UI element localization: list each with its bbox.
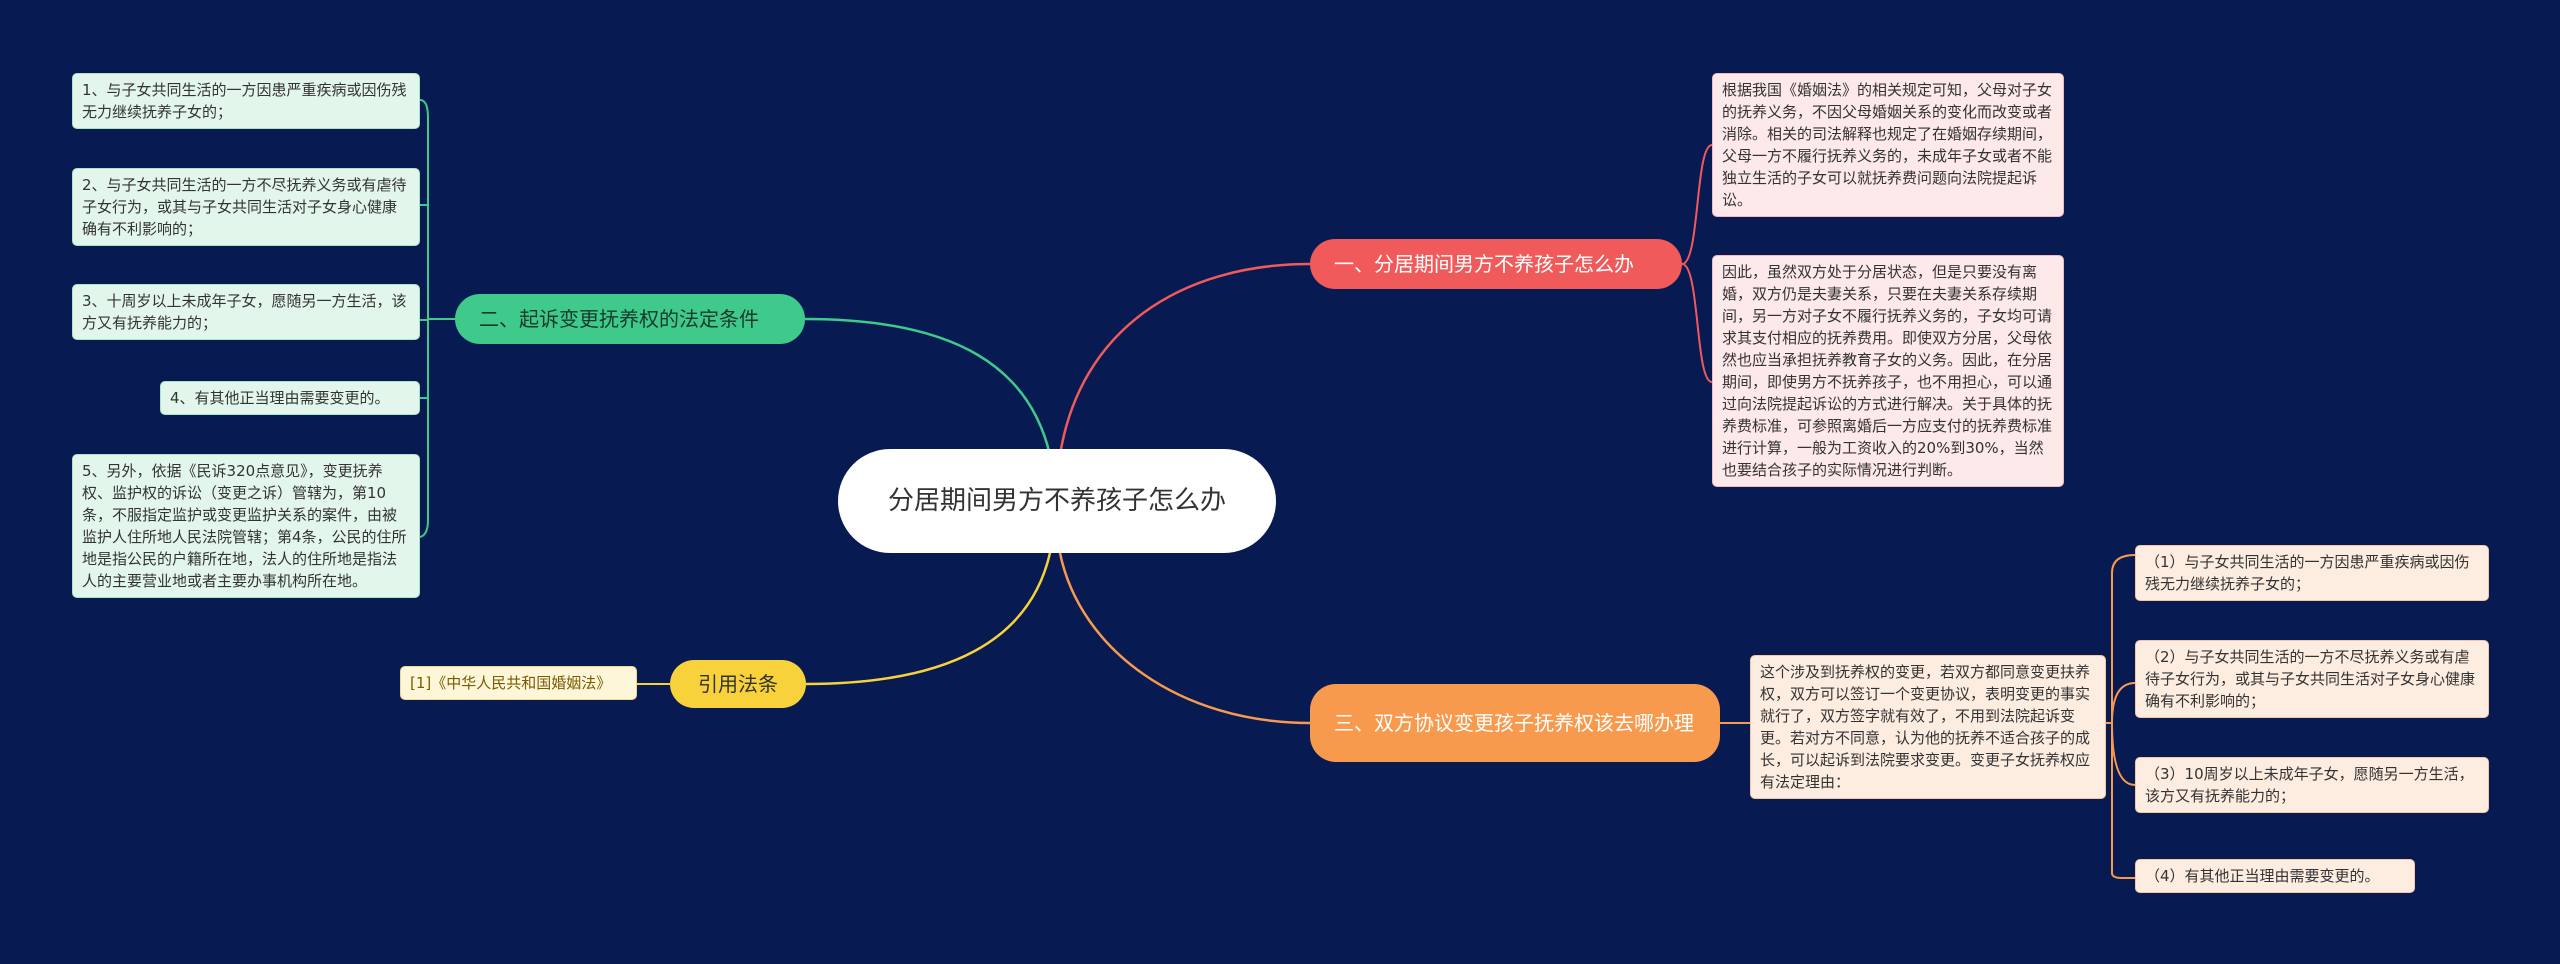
branch-2-leaf-2[interactable]: 2、与子女共同生活的一方不尽抚养义务或有虐待子女行为，或其与子女共同生活对子女身… [72,168,420,246]
branch-2-leaf-5-text: 5、另外，依据《民诉320点意见》，变更抚养权、监护权的诉讼（变更之诉）管辖为，… [82,462,407,590]
root-topic[interactable]: 分居期间男方不养孩子怎么办 [838,449,1276,553]
branch-1-label: 一、分居期间男方不养孩子怎么办 [1334,252,1634,276]
branch-3-summary-text: 这个涉及到抚养权的变更，若双方都同意变更扶养权，双方可以签订一个变更协议，表明变… [1760,663,2091,791]
branch-2-leaf-2-text: 2、与子女共同生活的一方不尽抚养义务或有虐待子女行为，或其与子女共同生活对子女身… [82,176,407,238]
branch-3-leaf-2[interactable]: （2）与子女共同生活的一方不尽抚养义务或有虐待子女行为，或其与子女共同生活对子女… [2135,640,2489,718]
branch-2-label: 二、起诉变更抚养权的法定条件 [479,307,759,331]
link-root-b2 [804,317,1052,456]
root-topic-label: 分居期间男方不养孩子怎么办 [888,486,1227,516]
branch-3-leaf-1[interactable]: （1）与子女共同生活的一方因患严重疾病或因伤残无力继续抚养子女的； [2135,545,2489,601]
branch-4-label: 引用法条 [698,672,778,696]
branch-3-leaf-2-text: （2）与子女共同生活的一方不尽抚养义务或有虐待子女行为，或其与子女共同生活对子女… [2145,648,2476,710]
link-root-b1 [1058,262,1311,456]
branch-3-leaf-4[interactable]: （4）有其他正当理由需要变更的。 [2135,859,2415,893]
link-root-b4 [805,552,1052,686]
branch-4-topic[interactable]: 引用法条 [670,660,806,708]
branch-3-leaf-4-text: （4）有其他正当理由需要变更的。 [2145,867,2380,885]
branch-4-leaf-1-text: [1]《中华人民共和国婚姻法》 [410,674,612,692]
branch-2-leaf-4-text: 4、有其他正当理由需要变更的。 [170,389,390,407]
branch-2-topic[interactable]: 二、起诉变更抚养权的法定条件 [455,294,805,344]
link-b1-leaf1 [1681,144,1713,265]
branch-1-topic[interactable]: 一、分居期间男方不养孩子怎么办 [1310,239,1682,289]
branch-4-leaf-1[interactable]: [1]《中华人民共和国婚姻法》 [400,666,637,700]
branch-3-leaf-3-text: （3）10周岁以上未成年子女，愿随另一方生活，该方又有抚养能力的； [2145,765,2474,805]
branch-2-leaf-3[interactable]: 3、十周岁以上未成年子女，愿随另一方生活，该方又有抚养能力的； [72,284,420,340]
branch-1-leaf-2-text: 因此，虽然双方处于分居状态，但是只要没有离婚，双方仍是夫妻关系，只要在夫妻关系存… [1722,263,2053,479]
branch-1-leaf-1-text: 根据我国《婚姻法》的相关规定可知，父母对子女的抚养义务，不因父母婚姻关系的变化而… [1722,81,2053,209]
branch-3-label: 三、双方协议变更孩子抚养权该去哪办理 [1334,711,1694,735]
branch-3-summary[interactable]: 这个涉及到抚养权的变更，若双方都同意变更扶养权，双方可以签订一个变更协议，表明变… [1750,655,2106,799]
link-b1-leaf2 [1681,263,1713,383]
branch-2-leaf-1-text: 1、与子女共同生活的一方因患严重疾病或因伤残无力继续抚养子女的； [82,81,407,121]
branch-2-leaf-5[interactable]: 5、另外，依据《民诉320点意见》，变更抚养权、监护权的诉讼（变更之诉）管辖为，… [72,454,420,598]
link-root-b3 [1058,552,1311,725]
branch-3-topic[interactable]: 三、双方协议变更孩子抚养权该去哪办理 [1310,684,1720,762]
branch-3-leaf-1-text: （1）与子女共同生活的一方因患严重疾病或因伤残无力继续抚养子女的； [2145,553,2470,593]
branch-3-leaf-3[interactable]: （3）10周岁以上未成年子女，愿随另一方生活，该方又有抚养能力的； [2135,757,2489,813]
branch-1-leaf-2[interactable]: 因此，虽然双方处于分居状态，但是只要没有离婚，双方仍是夫妻关系，只要在夫妻关系存… [1712,255,2064,487]
branch-2-leaf-4[interactable]: 4、有其他正当理由需要变更的。 [160,381,420,415]
link-b2-leaves [419,99,455,538]
branch-2-leaf-1[interactable]: 1、与子女共同生活的一方因患严重疾病或因伤残无力继续抚养子女的； [72,73,420,129]
branch-2-leaf-3-text: 3、十周岁以上未成年子女，愿随另一方生活，该方又有抚养能力的； [82,292,407,332]
branch-1-leaf-1[interactable]: 根据我国《婚姻法》的相关规定可知，父母对子女的抚养义务，不因父母婚姻关系的变化而… [1712,73,2064,217]
